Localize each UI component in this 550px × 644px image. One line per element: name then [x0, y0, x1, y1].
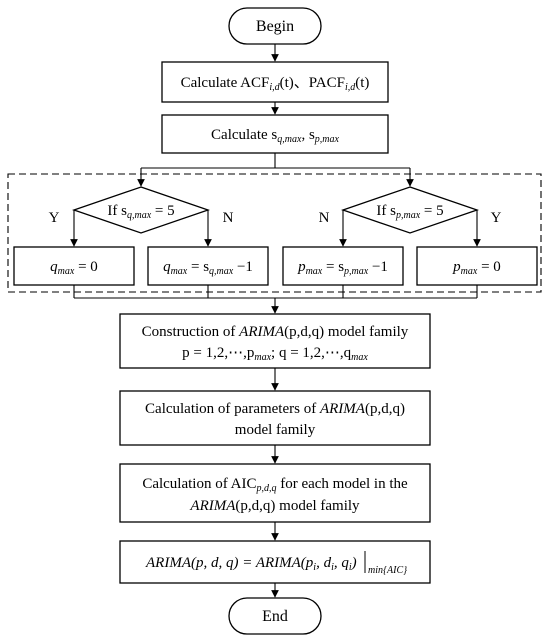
- calculate-s-box: [161, 114, 389, 154]
- qmax-zero-text: qmax = 0: [50, 259, 98, 277]
- parameters-line2: model family: [235, 422, 316, 438]
- begin-label: Begin: [256, 18, 294, 35]
- model-family-line2: p = 1,2,⋯,pmax; q = 1,2,⋯,qmax: [182, 345, 368, 363]
- end-terminal: [228, 597, 322, 635]
- calculate-acf-box: [161, 61, 389, 103]
- formula-min-subscript: min{AIC}: [368, 565, 407, 576]
- model-family-line1: Construction of ARIMA(p,d,q) model famil…: [142, 324, 409, 340]
- pmax-zero-text: pmax = 0: [452, 259, 501, 277]
- decision-p-text: If sp,max = 5: [376, 203, 443, 221]
- decision-group-frame: [7, 173, 542, 293]
- qmax-minus-text: qmax = sq,max −1: [163, 259, 253, 277]
- calculate-s-text: Calculate sq,max, sp,max: [211, 127, 339, 145]
- decision-q-diamond: [71, 186, 211, 234]
- decision-p-no-label: N: [319, 210, 330, 226]
- end-label: End: [262, 608, 288, 625]
- decision-q-no-label: N: [223, 210, 234, 226]
- formula-text: ARIMA(p, d, q) = ARIMA(pi, di, qi): [145, 555, 357, 573]
- parameters-box: [119, 390, 431, 446]
- aic-line1: Calculation of AICp,d,q for each model i…: [142, 476, 408, 494]
- aic-line2: ARIMA(p,d,q) model family: [189, 498, 360, 514]
- pmax-minus-box: [282, 246, 404, 286]
- calculate-acf-text: Calculate ACFi,d(t)、PACFi,d(t): [181, 75, 370, 93]
- model-family-box: [119, 313, 431, 369]
- qmax-zero-box: [13, 246, 135, 286]
- decision-q-yes-label: Y: [49, 210, 60, 226]
- qmax-minus-box: [147, 246, 269, 286]
- formula-box: [119, 540, 431, 584]
- decision-q-text: If sq,max = 5: [107, 203, 174, 221]
- pmax-minus-text: pmax = sp,max −1: [297, 259, 388, 277]
- decision-p-diamond: [340, 186, 480, 234]
- pmax-zero-box: [416, 246, 538, 286]
- parameters-line1: Calculation of parameters of ARIMA(p,d,q…: [145, 401, 405, 417]
- decision-p-yes-label: Y: [491, 210, 502, 226]
